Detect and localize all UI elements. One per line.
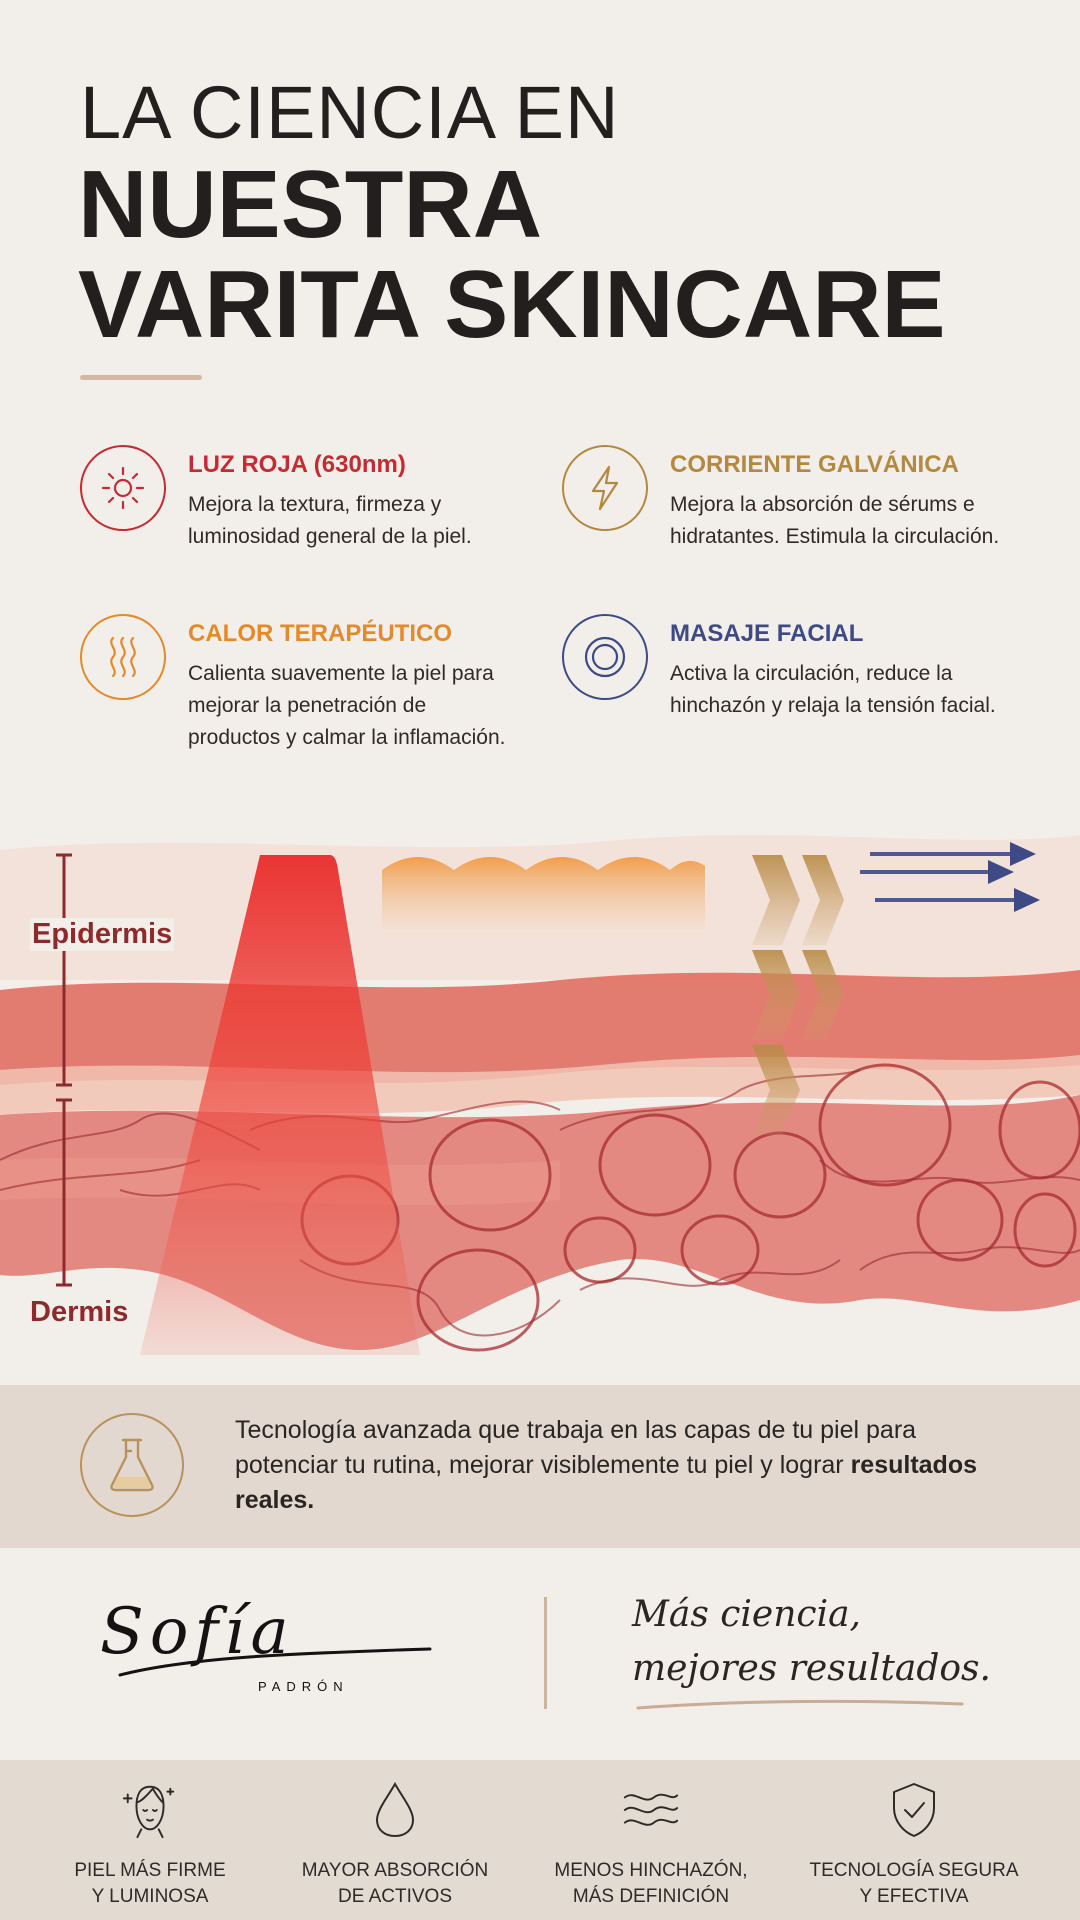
benefit-label: MENOS HINCHAZÓN, MÁS DEFINICIÓN bbox=[554, 1860, 748, 1907]
title-line-1: LA CIENCIA EN bbox=[80, 71, 620, 154]
feature-text: Mejora la absorción de sérums e hidratan… bbox=[670, 493, 1000, 548]
epidermis-label: Epidermis bbox=[30, 918, 175, 951]
feature-title: MASAJE FACIAL bbox=[670, 620, 864, 647]
sun-icon bbox=[80, 445, 166, 531]
skin-layers-illustration: Epidermis Dermis bbox=[0, 830, 1080, 1385]
feature-title: LUZ ROJA (630nm) bbox=[188, 451, 406, 478]
red-light-beam bbox=[140, 855, 420, 1355]
signature-flourish bbox=[118, 1647, 432, 1677]
title-underline bbox=[80, 375, 202, 380]
brand-subtitle: PADRÓN bbox=[258, 1679, 349, 1694]
brand-slogan: Más ciencia, mejores resultados. bbox=[632, 1588, 991, 1696]
dermis-label: Dermis bbox=[30, 1296, 129, 1328]
feature-title: CORRIENTE GALVÁNICA bbox=[670, 451, 959, 478]
feature-text: Activa la circulación, reduce la hinchaz… bbox=[670, 662, 996, 717]
galvanic-chevrons bbox=[752, 855, 844, 1135]
benefit-label: TECNOLOGÍA SEGURA Y EFECTIVA bbox=[809, 1860, 1019, 1907]
slogan-line-2: mejores resultados. bbox=[632, 1648, 991, 1689]
benefit-safe-tech: TECNOLOGÍA SEGURA Y EFECTIVA bbox=[794, 1780, 1034, 1910]
slogan-line-1: Más ciencia, bbox=[632, 1594, 861, 1635]
heat-wave-shape bbox=[382, 857, 705, 930]
feature-text: Calienta suavemente la piel para mejorar… bbox=[188, 662, 506, 749]
brand-logo: Sofía PADRÓN bbox=[100, 1595, 450, 1715]
face-sparkle-icon bbox=[120, 1780, 180, 1840]
lightning-icon bbox=[562, 445, 648, 531]
title-line-3: VARITA SKINCARE bbox=[78, 251, 946, 358]
shield-check-icon bbox=[884, 1780, 944, 1840]
layer-brackets bbox=[56, 853, 72, 1287]
benefit-label: PIEL MÁS FIRME Y LUMINOSA bbox=[74, 1860, 226, 1907]
benefit-label: MAYOR ABSORCIÓN DE ACTIVOS bbox=[301, 1860, 489, 1907]
benefits-bar: PIEL MÁS FIRME Y LUMINOSA MAYOR ABSORCIÓ… bbox=[0, 1760, 1080, 1920]
title-bold: NUESTRA VARITA SKINCARE bbox=[78, 155, 946, 355]
feature-text: Mejora la textura, firmeza y luminosidad… bbox=[188, 493, 472, 548]
feature-title: CALOR TERAPÉUTICO bbox=[188, 620, 452, 647]
waves-icon bbox=[621, 1780, 681, 1840]
slogan-underline bbox=[636, 1699, 964, 1710]
drop-icon bbox=[365, 1780, 425, 1840]
flask-icon bbox=[80, 1413, 184, 1517]
brand-divider bbox=[544, 1597, 547, 1709]
title-line-2: NUESTRA bbox=[78, 151, 543, 258]
technology-text-bold: resultados reales. bbox=[235, 1451, 978, 1514]
technology-banner: Tecnología avanzada que trabaja en las c… bbox=[0, 1385, 1080, 1548]
benefit-less-puffiness: MENOS HINCHAZÓN, MÁS DEFINICIÓN bbox=[531, 1780, 771, 1910]
concentric-circles-icon bbox=[562, 614, 648, 700]
technology-text-body: Tecnología avanzada que trabaja en las c… bbox=[235, 1416, 917, 1479]
heat-waves-icon bbox=[80, 614, 166, 700]
benefit-absorption: MAYOR ABSORCIÓN DE ACTIVOS bbox=[275, 1780, 515, 1910]
benefit-firm-skin: PIEL MÁS FIRME Y LUMINOSA bbox=[30, 1780, 270, 1910]
technology-text: Tecnología avanzada que trabaja en las c… bbox=[235, 1413, 1015, 1518]
massage-arrows bbox=[860, 842, 1040, 912]
